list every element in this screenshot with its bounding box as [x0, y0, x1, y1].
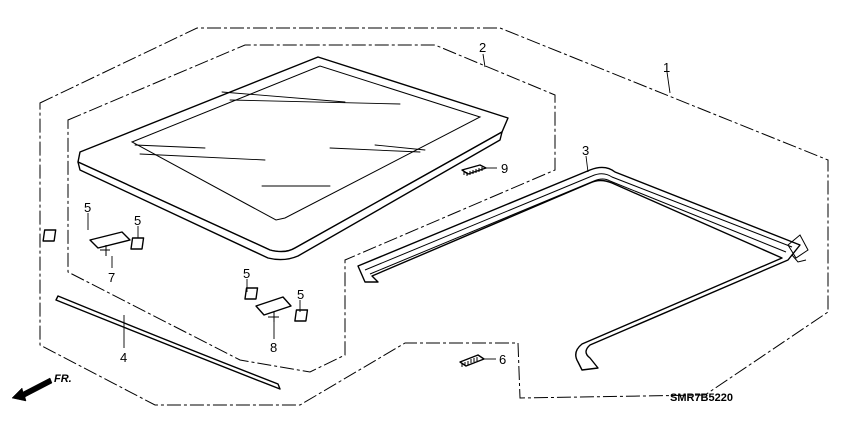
front-label: FR.: [54, 373, 72, 385]
leader-2: [482, 53, 486, 68]
clip-part-5-d: [294, 309, 309, 322]
roof-frame-part-3: [357, 166, 809, 371]
clip-part-5-b: [130, 237, 145, 250]
diagram-code: SMR7B5220: [670, 392, 733, 404]
bracket-part-8: [255, 296, 292, 322]
callout-4: 4: [120, 350, 127, 365]
callout-8: 8: [270, 340, 277, 355]
front-arrow-icon: [11, 377, 53, 402]
callout-5-a: 5: [84, 200, 91, 215]
callout-2: 2: [479, 40, 486, 55]
assembly-1-boundary: [39, 27, 829, 406]
roof-glass-part: [77, 56, 509, 261]
clip-part-5-a: [42, 229, 57, 242]
callout-5-d: 5: [297, 287, 304, 302]
clip-part-9: [461, 164, 487, 176]
callout-7: 7: [108, 270, 115, 285]
assembly-2-boundary: [67, 44, 556, 373]
callout-5-c: 5: [243, 266, 250, 281]
front-direction-marker: FR.: [11, 373, 72, 402]
callout-1: 1: [663, 60, 670, 75]
bracket-part-7: [89, 231, 131, 256]
leader-1: [666, 71, 671, 94]
callout-3: 3: [582, 143, 589, 158]
callout-9: 9: [501, 161, 508, 176]
clip-part-5-c: [244, 287, 259, 300]
clip-part-6: [459, 354, 485, 367]
callout-5-b: 5: [134, 213, 141, 228]
molding-part-4: [55, 295, 281, 390]
callout-6: 6: [499, 352, 506, 367]
leader-3: [585, 155, 589, 173]
